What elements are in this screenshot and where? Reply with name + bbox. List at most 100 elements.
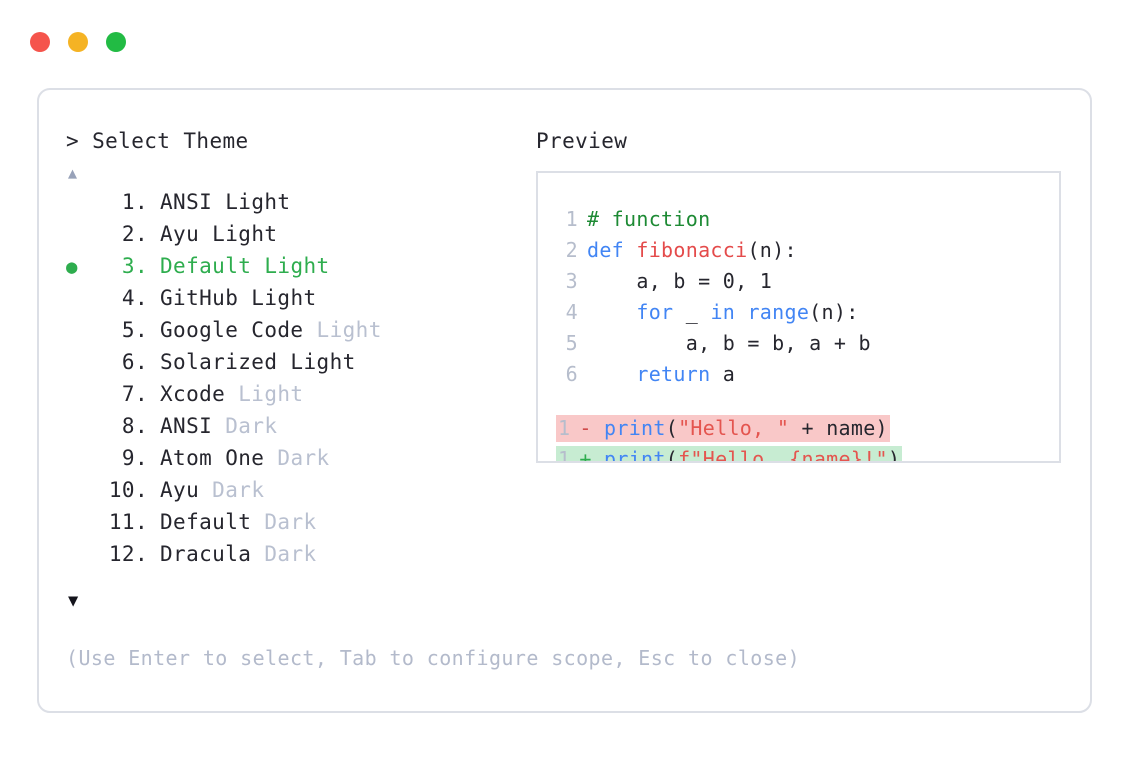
theme-item-name: Google Code <box>160 318 304 342</box>
theme-item-name: Default <box>160 510 252 534</box>
code-source: a, b = 0, 1 <box>587 269 772 293</box>
diff-line-body: 1+ print(f"Hello, {name}!") <box>556 446 903 463</box>
theme-item-index: 12. <box>108 542 148 566</box>
selected-bullet-icon: ● <box>66 480 94 502</box>
diff-line-removed: 1- print("Hello, " + name) <box>538 415 1059 446</box>
maximize-button-dot[interactable] <box>106 32 126 52</box>
code-token: return <box>636 362 711 386</box>
theme-item-variant: Light <box>238 286 317 310</box>
code-token: for <box>636 300 674 324</box>
theme-item-name: ANSI <box>160 190 213 214</box>
close-button-dot[interactable] <box>30 32 50 52</box>
theme-list-item[interactable]: ● 12. Dracula Dark <box>66 542 536 574</box>
code-token: # function <box>587 207 711 231</box>
selected-bullet-icon: ● <box>66 512 94 534</box>
theme-list-item[interactable]: ●6.Solarized Light <box>66 350 536 382</box>
line-number: 5 <box>565 331 578 355</box>
theme-item-name: Dracula <box>160 542 252 566</box>
diff-line-added: 1+ print(f"Hello, {name}!") <box>538 446 1059 463</box>
code-token: (n): <box>747 238 797 262</box>
scroll-down-icon[interactable]: ▼ <box>68 591 79 611</box>
theme-item-index: 8. <box>121 414 148 438</box>
code-source: return a <box>587 362 735 386</box>
theme-list-item[interactable]: ●2.Ayu Light <box>66 222 536 254</box>
diff-line-body: 1- print("Hello, " + name) <box>556 415 890 442</box>
theme-item-index: 11. <box>108 510 148 534</box>
page-title: > Select Theme <box>66 129 249 153</box>
theme-list-item[interactable]: ● 11. Default Dark <box>66 510 536 542</box>
theme-item-variant: Dark <box>251 510 317 534</box>
code-token <box>587 300 636 324</box>
code-token: a, b = 0, 1 <box>587 269 773 293</box>
theme-list-item[interactable]: ●4.GitHub Light <box>66 286 536 318</box>
scroll-up-icon[interactable]: ▲ <box>68 164 78 182</box>
code-token: + name) <box>789 416 888 440</box>
code-token: f"Hello, {name}!" <box>678 447 888 463</box>
selected-bullet-icon: ● <box>66 192 94 214</box>
selected-bullet-icon: ● <box>66 544 94 566</box>
selected-bullet-icon: ● <box>66 256 78 278</box>
theme-item-index: 3. <box>121 254 148 278</box>
theme-list-item[interactable]: ● 8. ANSI Dark <box>66 414 536 446</box>
theme-item-index: 5. <box>121 318 148 342</box>
code-source: for _ in range(n): <box>587 300 859 324</box>
theme-item-variant: Dark <box>212 414 278 438</box>
theme-item-variant: Light <box>251 254 330 278</box>
theme-list-item[interactable]: ● 10. Ayu Dark <box>66 478 536 510</box>
code-token: a, b = b, a + b <box>587 331 871 355</box>
theme-item-index: 6. <box>121 350 148 374</box>
theme-item-name: Ayu <box>160 478 200 502</box>
theme-item-variant: Light <box>212 190 291 214</box>
code-token: print <box>604 447 666 463</box>
theme-selector-pane: > Select Theme ▲ ●1.ANSI Light●2.Ayu Lig… <box>66 128 536 612</box>
line-number: 1 <box>558 447 571 463</box>
theme-item-index: 2. <box>121 222 148 246</box>
line-number: 3 <box>565 269 578 293</box>
minimize-button-dot[interactable] <box>68 32 88 52</box>
code-line: 3 a, b = 0, 1 <box>538 269 1059 300</box>
theme-item-name: GitHub <box>160 286 239 310</box>
code-source: # function <box>587 207 710 231</box>
theme-item-variant: Light <box>277 350 356 374</box>
selected-bullet-icon: ● <box>66 416 94 438</box>
theme-item-variant: Dark <box>251 542 317 566</box>
selected-bullet-icon: ● <box>66 352 94 374</box>
code-source: a, b = b, a + b <box>587 331 871 355</box>
line-number: 4 <box>565 300 578 324</box>
code-line: 5 a, b = b, a + b <box>538 331 1059 362</box>
theme-item-index: 10. <box>108 478 148 502</box>
code-token: "Hello, " <box>678 416 790 440</box>
code-token: _ <box>673 300 711 324</box>
diff-spacer <box>538 393 1059 415</box>
theme-item-variant: Light <box>225 382 304 406</box>
code-line: 6 return a <box>538 362 1059 393</box>
theme-list-item[interactable]: ● 1. ANSI Light <box>66 190 536 222</box>
theme-list-item[interactable]: ●7.Xcode Light <box>66 382 536 414</box>
theme-item-variant: Light <box>199 222 278 246</box>
preview-title: Preview <box>536 129 628 153</box>
code-token: in range <box>710 300 810 324</box>
code-line: 4 for _ in range(n): <box>538 300 1059 331</box>
diff-marker: + <box>579 447 605 463</box>
line-number: 1 <box>565 207 578 231</box>
theme-list: ●1.ANSI Light●2.Ayu Light●3.Default Ligh… <box>66 190 536 574</box>
theme-item-index: 7. <box>121 382 148 406</box>
theme-item-index: 1. <box>121 190 148 214</box>
theme-list-item[interactable]: ●5.Google Code Light <box>66 318 536 350</box>
code-line: 1 # function <box>538 207 1059 238</box>
line-number: 6 <box>565 362 578 386</box>
theme-item-name: Default <box>160 254 252 278</box>
selected-bullet-icon: ● <box>66 448 94 470</box>
theme-item-variant: Dark <box>199 478 265 502</box>
theme-selector-card: > Select Theme ▲ ●1.ANSI Light●2.Ayu Lig… <box>37 88 1092 713</box>
theme-item-name: ANSI <box>160 414 213 438</box>
selected-bullet-icon: ● <box>66 384 94 406</box>
theme-list-item[interactable]: ● 3. Default Light <box>66 254 536 286</box>
code-token: ( <box>665 447 679 463</box>
code-token: print <box>604 416 666 440</box>
code-source: def fibonacci(n): <box>587 238 797 262</box>
theme-list-item[interactable]: ●9.Atom One Dark <box>66 446 536 478</box>
